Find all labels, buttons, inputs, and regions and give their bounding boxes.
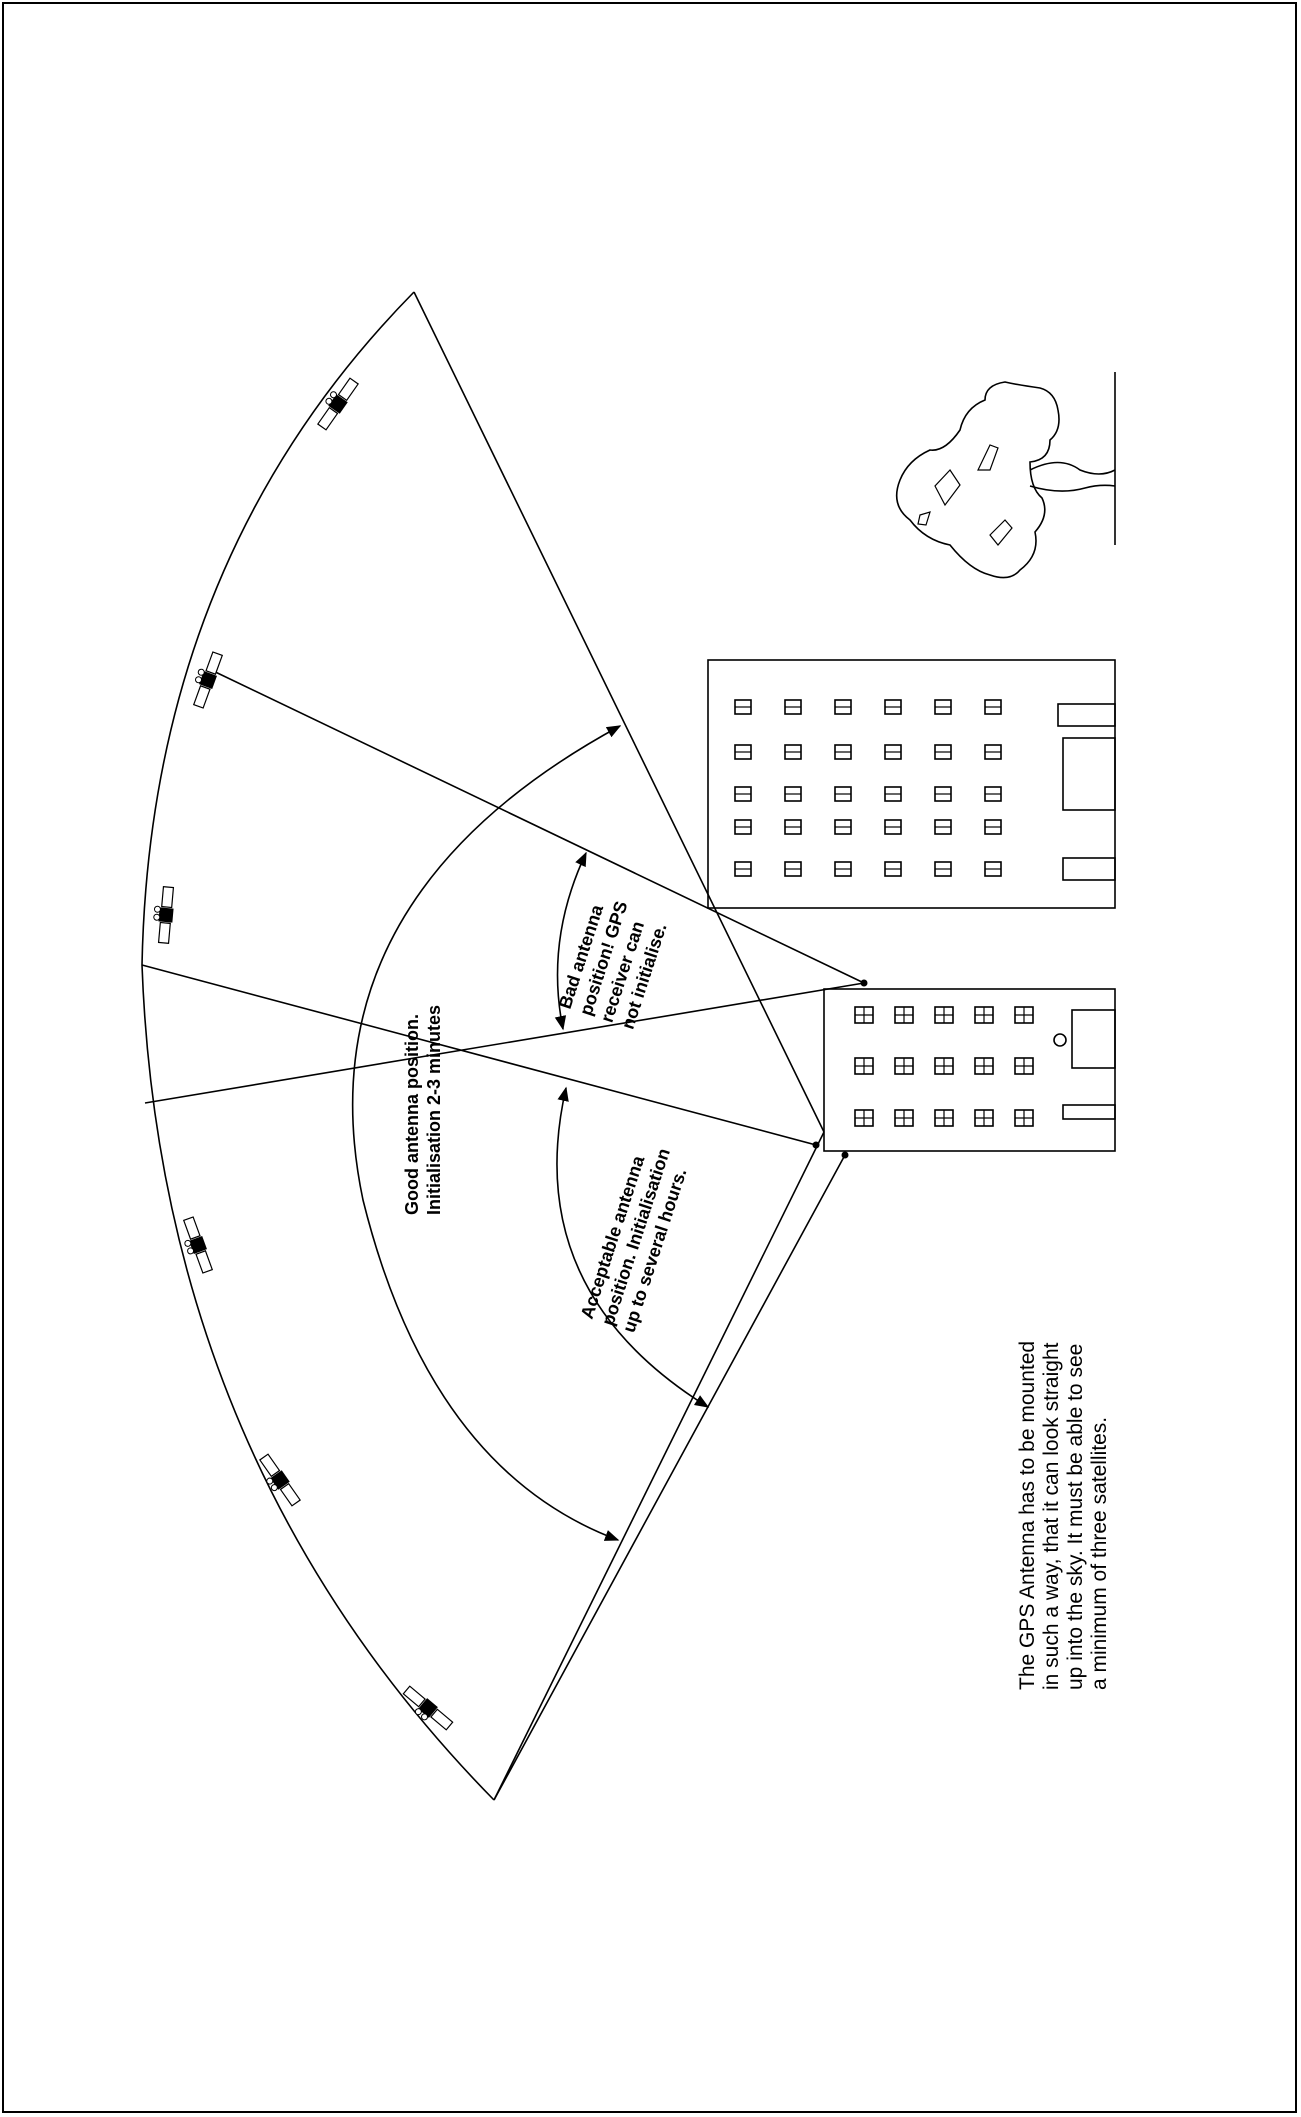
sightline-3 [145, 983, 864, 1103]
label-bad: Bad antenna position! GPS receiver can n… [555, 887, 675, 1032]
arrow-icon [353, 726, 620, 1540]
satellite-icon [177, 1216, 214, 1275]
satellite-icon [152, 886, 176, 943]
satellite-icon [399, 1685, 454, 1736]
sightline-2 [142, 965, 816, 1145]
fan-lower-edge-2 [494, 1155, 845, 1800]
sightline-1 [207, 668, 864, 983]
label-good: Good antenna position. Initialisation 2-… [402, 1005, 444, 1215]
antenna-dot [842, 1152, 849, 1159]
label-acceptable: Acceptable antenna position. Initialisat… [577, 1134, 697, 1335]
antenna-dot [861, 980, 868, 987]
building-windows [855, 1007, 1033, 1126]
satellite-icon [187, 650, 224, 709]
building-icon [708, 660, 1115, 908]
mounting-note: The GPS Antenna has to be mounted in suc… [1016, 1335, 1111, 1690]
building-windows [735, 700, 1001, 876]
tree-icon [897, 372, 1115, 578]
antenna-dot [813, 1142, 820, 1149]
building-icon [813, 980, 1116, 1159]
satellite-icon [254, 1453, 302, 1510]
